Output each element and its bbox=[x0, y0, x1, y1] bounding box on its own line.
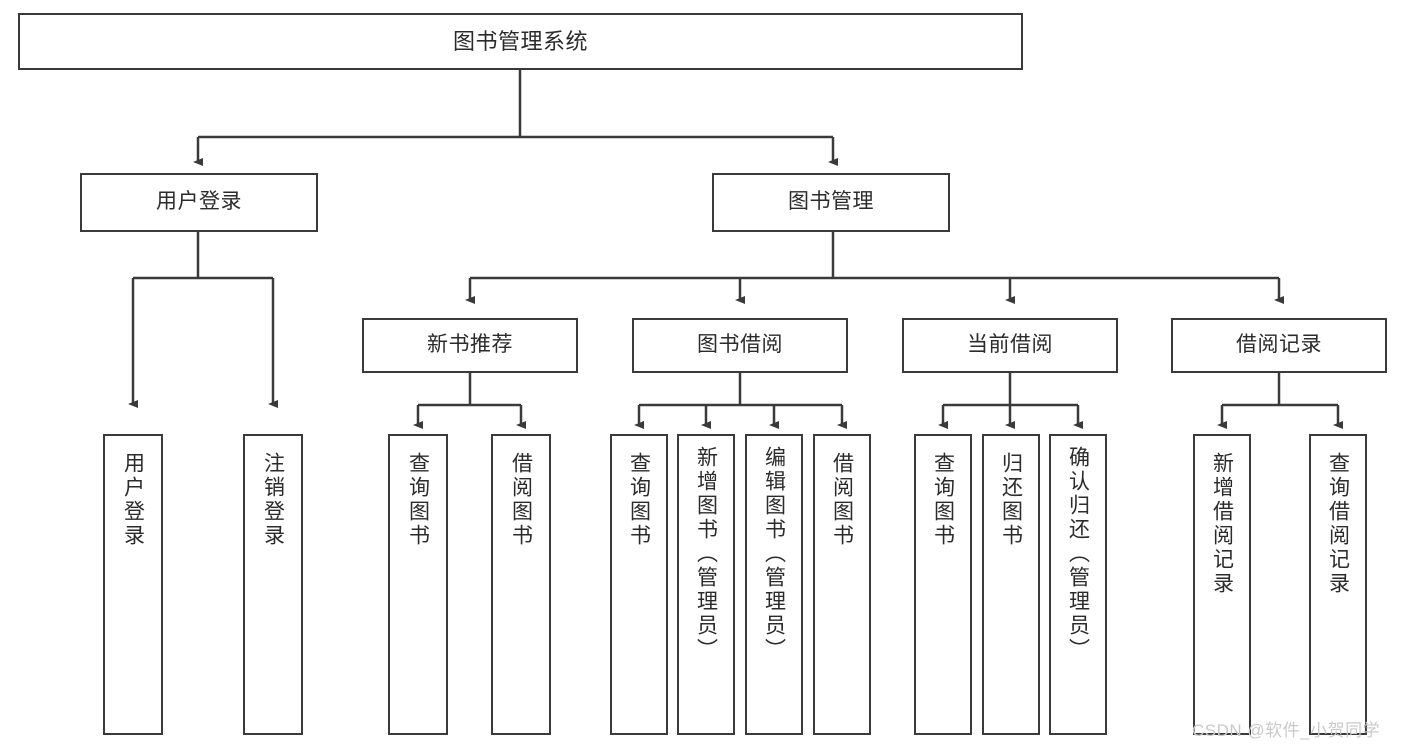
node-leaf-edit-book[interactable]: 编辑图书（管理员） bbox=[745, 434, 803, 735]
node-leaf-confirm-return[interactable]: 确认归还（管理员） bbox=[1049, 434, 1107, 735]
node-leaf-return-book-label: 归还图书 bbox=[999, 452, 1023, 548]
node-leaf-borrow-book-2[interactable]: 借阅图书 bbox=[813, 434, 871, 735]
node-leaf-query-book-1-label: 查询图书 bbox=[406, 452, 430, 548]
node-leaf-query-book-3-label: 查询图书 bbox=[931, 452, 955, 548]
node-leaf-confirm-return-label: 确认归还（管理员） bbox=[1066, 446, 1090, 662]
node-leaf-add-book[interactable]: 新增图书（管理员） bbox=[677, 434, 735, 735]
node-book-borrow[interactable]: 图书借阅 bbox=[632, 318, 848, 373]
node-root[interactable]: 图书管理系统 bbox=[18, 13, 1023, 70]
node-leaf-borrow-book-1[interactable]: 借阅图书 bbox=[491, 434, 551, 735]
node-leaf-query-record-label: 查询借阅记录 bbox=[1326, 452, 1350, 596]
node-leaf-query-book-1[interactable]: 查询图书 bbox=[388, 434, 448, 735]
node-book-manage-label: 图书管理 bbox=[788, 190, 874, 214]
node-leaf-return-book[interactable]: 归还图书 bbox=[982, 434, 1040, 735]
node-leaf-user-login-label: 用户登录 bbox=[121, 452, 145, 548]
node-leaf-edit-book-label: 编辑图书（管理员） bbox=[762, 446, 786, 662]
node-new-book-recommend[interactable]: 新书推荐 bbox=[362, 318, 578, 373]
node-borrow-record[interactable]: 借阅记录 bbox=[1171, 318, 1387, 373]
node-current-borrow[interactable]: 当前借阅 bbox=[902, 318, 1118, 373]
node-leaf-add-book-label: 新增图书（管理员） bbox=[694, 446, 718, 662]
node-user-login-label: 用户登录 bbox=[156, 190, 242, 214]
node-new-book-recommend-label: 新书推荐 bbox=[427, 333, 513, 357]
node-borrow-record-label: 借阅记录 bbox=[1236, 333, 1322, 357]
node-leaf-logout-label: 注销登录 bbox=[261, 452, 285, 548]
node-root-label: 图书管理系统 bbox=[452, 28, 588, 54]
node-leaf-user-login[interactable]: 用户登录 bbox=[103, 434, 163, 735]
node-leaf-logout[interactable]: 注销登录 bbox=[243, 434, 303, 735]
node-book-manage[interactable]: 图书管理 bbox=[712, 173, 950, 232]
node-leaf-query-book-2-label: 查询图书 bbox=[627, 452, 651, 548]
node-leaf-add-record[interactable]: 新增借阅记录 bbox=[1193, 434, 1251, 735]
node-book-borrow-label: 图书借阅 bbox=[697, 333, 783, 357]
node-user-login[interactable]: 用户登录 bbox=[80, 173, 318, 232]
node-current-borrow-label: 当前借阅 bbox=[967, 333, 1053, 357]
node-leaf-borrow-book-2-label: 借阅图书 bbox=[830, 452, 854, 548]
node-leaf-query-book-3[interactable]: 查询图书 bbox=[914, 434, 972, 735]
node-leaf-query-record[interactable]: 查询借阅记录 bbox=[1309, 434, 1367, 735]
node-leaf-add-record-label: 新增借阅记录 bbox=[1210, 452, 1234, 596]
node-leaf-borrow-book-1-label: 借阅图书 bbox=[509, 452, 533, 548]
node-leaf-query-book-2[interactable]: 查询图书 bbox=[610, 434, 668, 735]
